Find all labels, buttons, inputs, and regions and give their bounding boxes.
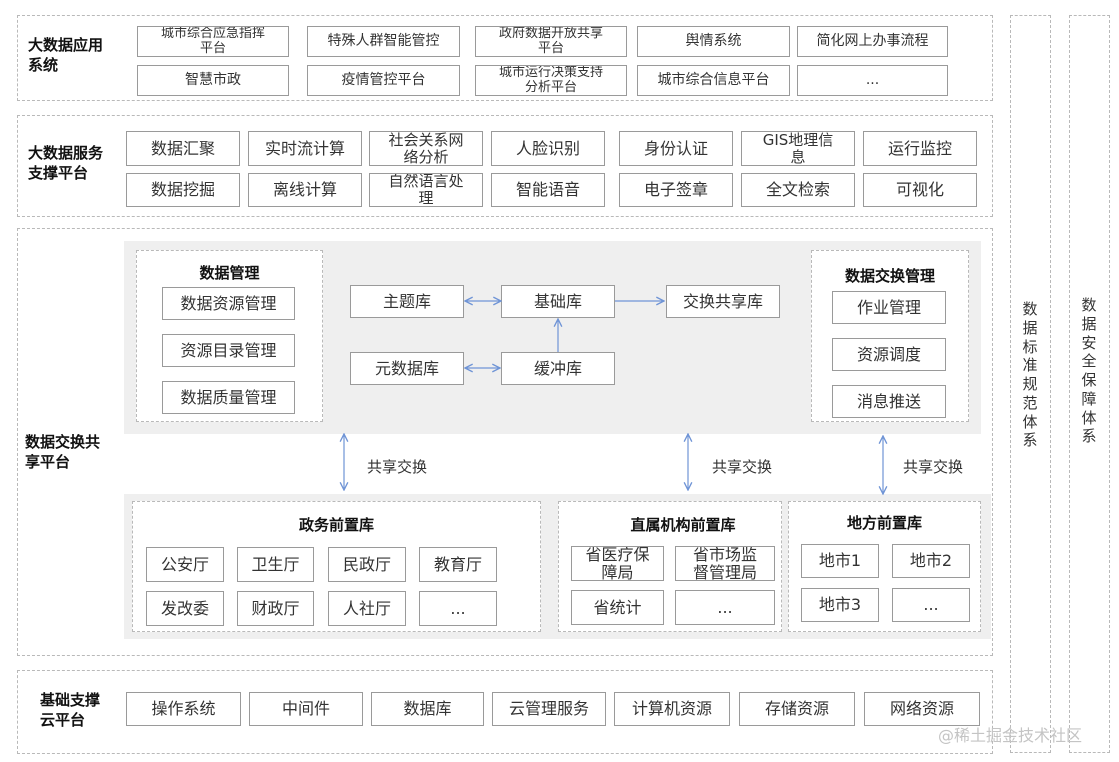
- app-layer-label: 大数据应用 系统: [28, 36, 104, 75]
- service-item: 全文检索: [741, 173, 855, 207]
- infra-item: 网络资源: [864, 692, 980, 726]
- local-item: ...: [892, 588, 970, 622]
- share-exchange-label: 共享交换: [367, 458, 428, 476]
- gov-item: 财政厅: [237, 591, 314, 626]
- infra-layer-label: 基础支撑 云平台: [40, 691, 101, 730]
- service-item: 身份认证: [619, 131, 733, 166]
- app-item: ...: [797, 65, 948, 96]
- service-layer-panel: [17, 115, 993, 217]
- infra-item: 中间件: [249, 692, 363, 726]
- security-column: [1069, 15, 1110, 753]
- data-mgmt-item: 数据资源管理: [162, 287, 295, 320]
- app-item: 舆情系统: [637, 26, 790, 57]
- direct-item: ...: [675, 590, 775, 625]
- direct-item: 省医疗保 障局: [571, 546, 664, 581]
- app-item: 城市运行决策支持 分析平台: [475, 65, 627, 96]
- buffer-db: 缓冲库: [501, 352, 615, 385]
- service-item: 电子签章: [619, 173, 733, 207]
- infra-item: 云管理服务: [492, 692, 606, 726]
- standards-label: 数据标准规范体系: [1022, 300, 1038, 450]
- exchange-mgmt-item: 作业管理: [832, 291, 946, 324]
- standards-column: [1010, 15, 1051, 753]
- gov-front-title: 政务前置库: [298, 516, 374, 534]
- exchange-mgmt-item: 资源调度: [832, 338, 946, 371]
- gov-item: 发改委: [146, 591, 224, 626]
- app-item: 城市综合应急指挥 平台: [137, 26, 289, 57]
- direct-item: 省统计: [571, 590, 664, 625]
- exchange-share-db: 交换共享库: [666, 285, 780, 318]
- exchange-layer-panel: [17, 228, 993, 656]
- service-item: GIS地理信 息: [741, 131, 855, 166]
- service-layer-label: 大数据服务 支撑平台: [28, 144, 104, 183]
- service-item: 人脸识别: [491, 131, 605, 166]
- direct-front-title: 直属机构前置库: [630, 516, 736, 534]
- app-layer-panel: [17, 15, 993, 101]
- data-mgmt-title: 数据管理: [199, 264, 260, 282]
- infra-item: 数据库: [371, 692, 484, 726]
- theme-db: 主题库: [350, 285, 464, 318]
- infra-item: 存储资源: [739, 692, 855, 726]
- infra-item: 操作系统: [126, 692, 241, 726]
- security-label: 数据安全保障体系: [1081, 296, 1097, 446]
- exchange-layer-label: 数据交换共 享平台: [25, 433, 101, 472]
- local-item: 地市3: [801, 588, 879, 622]
- direct-item: 省市场监 督管理局: [675, 546, 775, 581]
- exchange-mgmt-title: 数据交换管理: [844, 267, 935, 285]
- app-item: 疫情管控平台: [307, 65, 460, 96]
- service-item: 自然语言处 理: [369, 173, 483, 207]
- gov-item: 卫生厅: [237, 547, 314, 582]
- local-front-title: 地方前置库: [846, 514, 922, 532]
- service-item: 可视化: [863, 173, 977, 207]
- metadata-db: 元数据库: [350, 352, 464, 385]
- service-item: 实时流计算: [248, 131, 362, 166]
- service-item: 数据汇聚: [126, 131, 240, 166]
- app-item: 智慧市政: [137, 65, 289, 96]
- local-item: 地市1: [801, 544, 879, 578]
- gov-item: 人社厅: [328, 591, 406, 626]
- app-item: 特殊人群智能管控: [307, 26, 460, 57]
- app-item: 政府数据开放共享 平台: [475, 26, 627, 57]
- app-item: 简化网上办事流程: [797, 26, 948, 57]
- service-item: 智能语音: [491, 173, 605, 207]
- gov-item: ...: [419, 591, 497, 626]
- service-item: 数据挖掘: [126, 173, 240, 207]
- gov-item: 教育厅: [419, 547, 497, 582]
- share-exchange-label: 共享交换: [712, 458, 773, 476]
- service-item: 离线计算: [248, 173, 362, 207]
- service-item: 运行监控: [863, 131, 977, 166]
- data-mgmt-item: 资源目录管理: [162, 334, 295, 367]
- gov-item: 公安厅: [146, 547, 224, 582]
- infra-layer-panel: [17, 670, 993, 754]
- base-db: 基础库: [501, 285, 615, 318]
- data-mgmt-item: 数据质量管理: [162, 381, 295, 414]
- app-item: 城市综合信息平台: [637, 65, 790, 96]
- exchange-mgmt-item: 消息推送: [832, 385, 946, 418]
- share-exchange-label: 共享交换: [903, 458, 964, 476]
- infra-item: 计算机资源: [614, 692, 730, 726]
- service-item: 社会关系网 络分析: [369, 131, 483, 166]
- watermark: @稀土掘金技术社区: [938, 726, 1083, 745]
- local-item: 地市2: [892, 544, 970, 578]
- gov-item: 民政厅: [328, 547, 406, 582]
